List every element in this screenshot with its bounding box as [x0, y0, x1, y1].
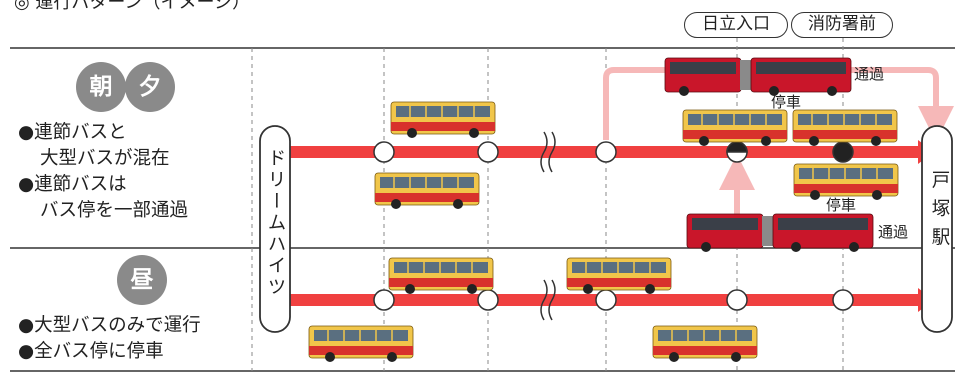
- bus-noon-1: [388, 257, 494, 295]
- stop-label-shobo-mae: 消防署前: [791, 12, 893, 38]
- terminal-left-label: ドリームハイツ: [265, 148, 286, 299]
- articulated-bus-top: [664, 57, 852, 97]
- bus-morning-3: [682, 109, 788, 147]
- stop-node: [726, 289, 748, 311]
- description-line: 大型バスが混在: [40, 148, 170, 169]
- terminal-dream-heights: [259, 125, 291, 333]
- articulated-bus-bottom: [686, 213, 874, 253]
- stop-node: [373, 141, 395, 163]
- description-line: ●連節バスと: [18, 122, 127, 143]
- stop-guide-lines: [251, 38, 844, 371]
- bus-noon-4: [652, 325, 758, 363]
- annotation-pass-top: 通過: [854, 65, 885, 83]
- stop-node: [477, 289, 499, 311]
- stop-node: [595, 289, 617, 311]
- terminal-right-label: 戸塚駅: [929, 170, 950, 256]
- bus-noon-2: [566, 257, 672, 295]
- description-morning: ●連節バスと 大型バスが混在 ●連節バスは バス停を一部通過: [18, 120, 188, 224]
- description-line: ●大型バスのみで運行: [18, 315, 201, 336]
- badge-evening: 夕: [125, 62, 175, 112]
- stops-noon: [373, 289, 854, 311]
- stop-label-hitachi-entrance: 日立入口: [684, 12, 788, 38]
- stop-node-half-fill: [726, 141, 748, 153]
- badge-morning: 朝: [76, 62, 126, 112]
- annotation-pass-bottom: 通過: [878, 223, 909, 241]
- stop-node: [373, 289, 395, 311]
- bus-morning-1: [390, 101, 496, 139]
- annotation-stop-top: 停車: [771, 93, 802, 111]
- badge-noon: 昼: [117, 255, 167, 305]
- stops-morning: [373, 141, 854, 163]
- stop-node: [595, 141, 617, 163]
- bus-morning-2: [374, 172, 480, 210]
- stop-node: [477, 141, 499, 163]
- description-noon: ●大型バスのみで運行 ●全バス停に停車: [18, 313, 201, 365]
- terminal-totsuka-station: [921, 125, 953, 333]
- annotation-stop-bottom: 停車: [826, 196, 857, 214]
- header-partial: ◎ 運行パターン（イメージ）: [14, 0, 251, 13]
- stop-node-filled: [832, 141, 854, 163]
- break-mark-noon: [540, 279, 556, 321]
- bus-morning-4: [792, 109, 898, 147]
- description-line: バス停を一部通過: [40, 200, 189, 221]
- stop-node: [832, 289, 854, 311]
- bus-noon-3: [308, 325, 414, 363]
- break-mark-morning: [540, 131, 556, 173]
- description-line: ●全バス停に停車: [18, 341, 164, 362]
- description-line: ●連節バスは: [18, 174, 127, 195]
